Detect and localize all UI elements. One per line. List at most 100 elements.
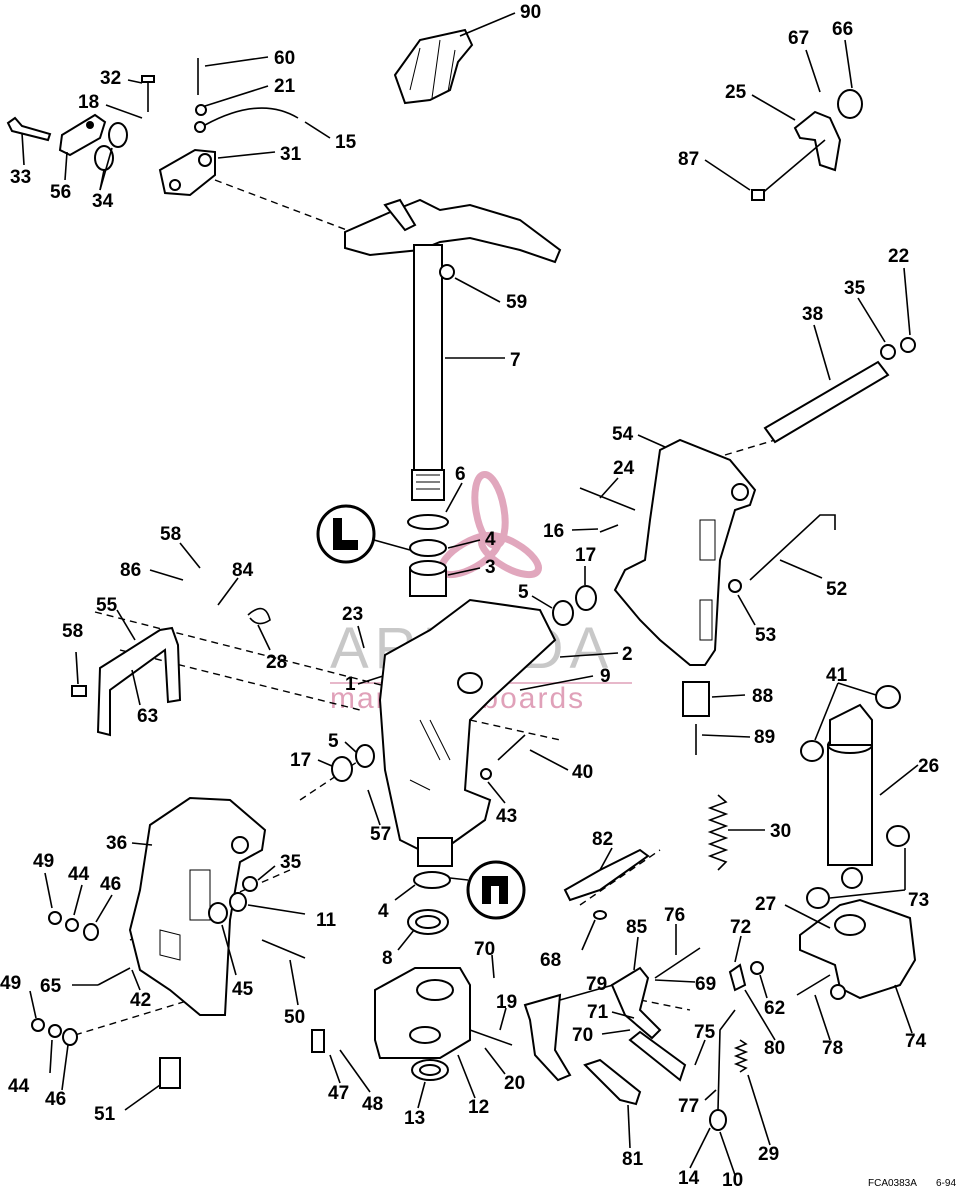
callout-5-lower: 5 [328, 731, 339, 752]
callout-78: 78 [822, 1038, 843, 1059]
part-30-spring [707, 794, 729, 871]
callout-79: 79 [586, 974, 607, 995]
callout-46-upper: 46 [100, 874, 121, 895]
callout-66: 66 [832, 19, 853, 40]
callout-88: 88 [752, 686, 773, 707]
callout-17-upper: 17 [575, 545, 596, 566]
part-76-rod [654, 947, 701, 979]
part-10-knob [709, 1109, 727, 1131]
callout-35-upper: 35 [844, 278, 866, 299]
part-53-nut [728, 579, 742, 593]
part-32-bolt [141, 75, 155, 112]
part-45-washer [208, 902, 228, 924]
part-62-nut [750, 961, 764, 975]
part-88-block [682, 681, 710, 717]
callout-29: 29 [758, 1144, 779, 1165]
part-13-bearing [411, 1059, 449, 1081]
callout-24: 24 [613, 458, 635, 479]
callout-31: 31 [280, 144, 302, 165]
callout-58-lower: 58 [62, 621, 83, 642]
part-5-bushing-lower [355, 744, 375, 768]
callout-45: 45 [232, 979, 254, 1000]
part-6-washer [407, 514, 449, 530]
callout-72: 72 [730, 917, 751, 938]
callout-48: 48 [362, 1094, 383, 1115]
part-52-rod [749, 514, 836, 581]
callout-36: 36 [106, 833, 127, 854]
part-24-pin [579, 487, 636, 511]
callout-82: 82 [592, 829, 613, 850]
callout-1: 1 [345, 674, 356, 695]
callout-34: 34 [92, 191, 114, 212]
part-43-clip [480, 768, 492, 780]
callout-4-upper: 4 [485, 529, 496, 550]
callout-53: 53 [755, 625, 776, 646]
callout-57: 57 [370, 824, 391, 845]
part-29-spring [733, 1039, 749, 1073]
callout-62: 62 [764, 998, 785, 1019]
part-49-44-46-upper [48, 911, 99, 941]
callout-28: 28 [266, 652, 287, 673]
callout-59: 59 [506, 292, 527, 313]
part-11-bushing [229, 892, 247, 912]
part-80-link [728, 963, 747, 992]
part-36-stern-bracket [128, 796, 267, 1016]
callout-75: 75 [694, 1022, 716, 1043]
callout-52: 52 [826, 579, 847, 600]
part-15-cable [194, 107, 299, 133]
part-56-plate [58, 113, 107, 157]
callout-38: 38 [802, 304, 823, 325]
callout-70-upper: 70 [474, 939, 495, 960]
lubricant-symbol-b [449, 860, 526, 920]
part-26-trim-cylinder [800, 685, 910, 909]
callout-15: 15 [335, 132, 357, 153]
part-4-bushing-lower [413, 871, 451, 889]
part-78-pin [796, 974, 831, 996]
part-50-bolt [261, 939, 306, 959]
part-34-washers [94, 122, 128, 171]
callout-25: 25 [725, 82, 747, 103]
callout-16: 16 [543, 521, 564, 542]
drawing-code: FCA0383A [868, 1178, 917, 1189]
part-35-nut-lower [242, 876, 258, 892]
part-81-lever [583, 1030, 687, 1106]
callout-81: 81 [622, 1149, 644, 1170]
callout-23: 23 [342, 604, 363, 625]
callout-8: 8 [382, 948, 393, 969]
callout-74: 74 [905, 1031, 927, 1052]
part-16-screw [599, 524, 619, 533]
callout-6: 6 [455, 464, 466, 485]
part-51-plate [159, 1057, 181, 1089]
callout-35-lower: 35 [280, 852, 302, 873]
part-28-spring [247, 607, 271, 625]
callout-73: 73 [908, 890, 929, 911]
part-31-swivel-bracket [158, 148, 216, 197]
callout-68: 68 [540, 950, 561, 971]
callout-3: 3 [485, 557, 496, 578]
part-33-bolt [6, 116, 52, 142]
lubricant-symbol-a [316, 504, 411, 564]
part-1-swivel-bracket [378, 598, 557, 867]
callout-85: 85 [626, 917, 648, 938]
callout-69: 69 [695, 974, 716, 995]
callout-65: 65 [40, 976, 62, 997]
callout-89: 89 [754, 727, 775, 748]
callout-32: 32 [100, 68, 121, 89]
drawing-date: 6-94 [936, 1178, 956, 1189]
callout-22: 22 [888, 246, 909, 267]
callout-labels: 90 60 32 21 18 15 31 33 56 34 67 66 25 8… [0, 2, 939, 1189]
part-4-bushing-upper [409, 539, 447, 557]
callout-86: 86 [120, 560, 141, 581]
callout-41: 41 [826, 665, 848, 686]
part-38-tilt-tube [763, 337, 916, 444]
callout-2: 2 [622, 644, 633, 665]
callout-42: 42 [130, 990, 151, 1011]
callout-71: 71 [587, 1002, 609, 1023]
part-85-lever [610, 966, 662, 1040]
callout-67: 67 [788, 28, 809, 49]
part-49-44-46-lower [31, 1018, 78, 1046]
leader-lines [21, 12, 919, 1176]
part-79-lever [523, 993, 572, 1082]
callout-13: 13 [404, 1108, 425, 1129]
